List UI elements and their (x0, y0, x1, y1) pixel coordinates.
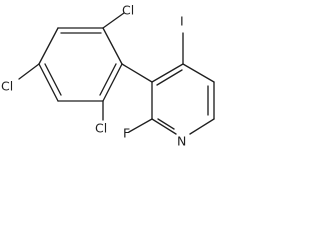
atom-cl-top: Cl (122, 3, 134, 18)
atom-fluoro: F (123, 126, 130, 141)
bond-to-cl-left (18, 63, 40, 80)
atom-iodo: I (180, 14, 184, 29)
structure-svg: Cl Cl Cl I F N (1, 3, 215, 149)
bond-c3-c4 (102, 63, 123, 102)
bond-c5-c6-double (44, 63, 62, 96)
benzene-ring (38, 27, 123, 102)
bond-p4-n (189, 118, 215, 135)
molecule-diagram: Cl Cl Cl I F N (0, 0, 226, 158)
bond-to-cl-top (102, 12, 125, 29)
bond-c6-c1 (38, 27, 59, 65)
bond-n-p6-double (157, 118, 175, 130)
atom-cl-left: Cl (1, 79, 13, 94)
bond-c2-c3 (102, 27, 123, 65)
pyridine-ring (151, 63, 215, 135)
bond-c5-c6 (38, 63, 59, 102)
bond-p1-p2 (151, 63, 184, 83)
bond-c3-c4-double (99, 63, 117, 96)
bond-p2-p3 (182, 63, 215, 83)
bond-to-fluoro (128, 118, 153, 133)
bond-biaryl (121, 63, 153, 83)
bond-n-p6 (151, 118, 177, 135)
atom-cl-middle: Cl (95, 121, 107, 136)
atom-nitrogen: N (177, 134, 186, 149)
bond-p1-p2-double (156, 69, 183, 86)
